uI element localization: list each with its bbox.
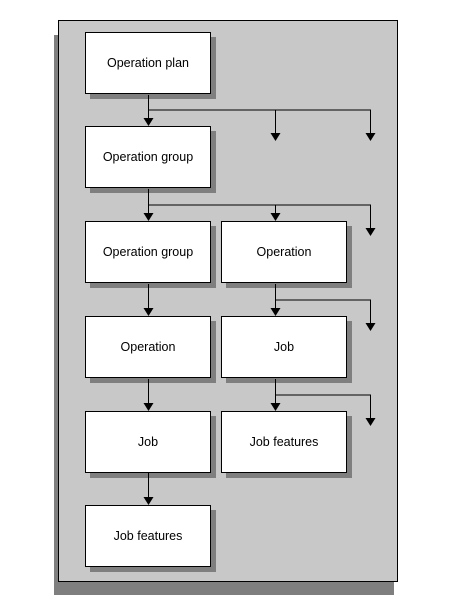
node-job-right: Job (221, 316, 347, 378)
node-operation-group-sub: Operation group (85, 221, 211, 283)
connector-group-to-operation (148, 204, 281, 221)
diagram-panel (58, 20, 398, 582)
node-operation-left: Operation (85, 316, 211, 378)
connector-operation-right-to-right (275, 299, 376, 331)
connector-group-to-right (275, 204, 376, 236)
node-operation-group: Operation group (85, 126, 211, 188)
node-job-features-left: Job features (85, 505, 211, 567)
node-job-features-right: Job features (221, 411, 347, 473)
node-operation-right: Operation (221, 221, 347, 283)
connector-job-right-to-right (275, 394, 376, 426)
node-job-left: Job (85, 411, 211, 473)
connector-plan-to-right-2 (275, 109, 376, 141)
node-operation-plan: Operation plan (85, 32, 211, 94)
